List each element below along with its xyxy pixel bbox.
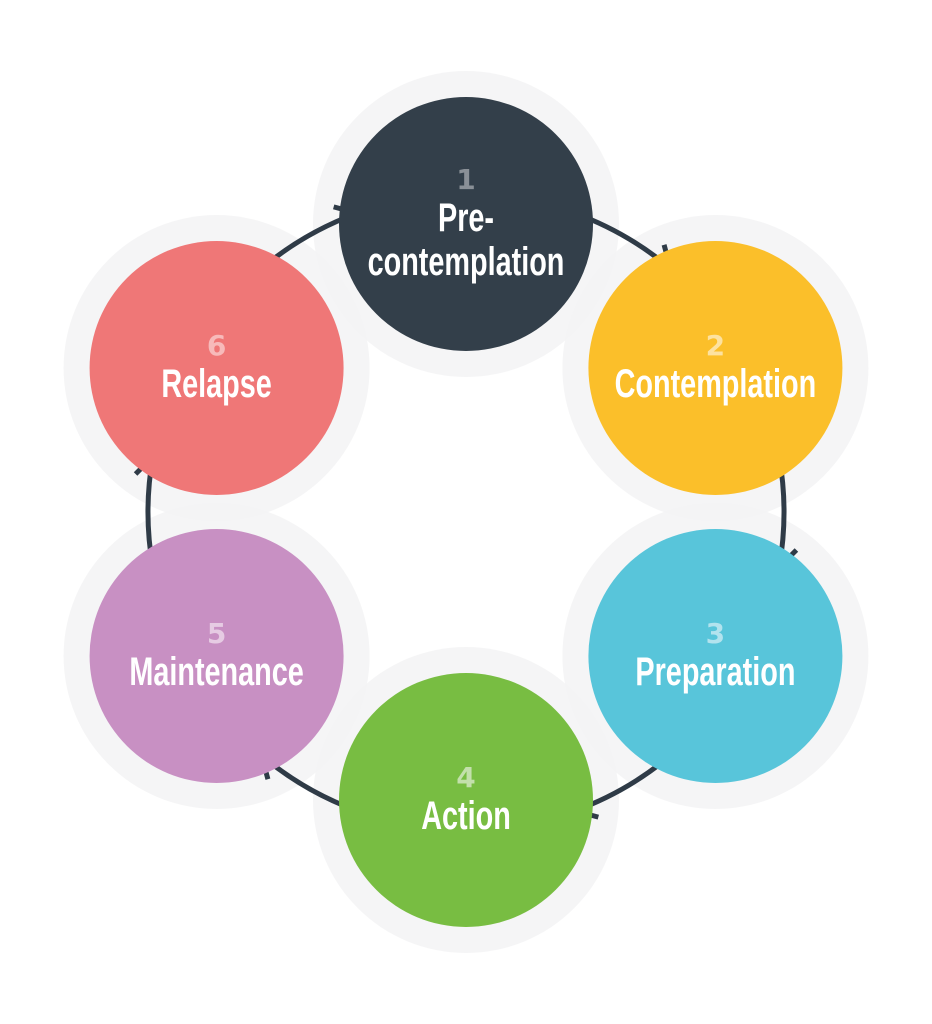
stage-label: Pre- (438, 196, 494, 240)
stage-circle (89, 241, 344, 495)
stage-number: 4 (456, 761, 475, 794)
stage-circle (588, 529, 843, 783)
stage-number: 6 (207, 329, 226, 362)
stage-label: Action (421, 794, 511, 838)
stage-label: Contemplation (615, 362, 817, 406)
stage-number: 3 (706, 617, 725, 650)
stage-number: 2 (706, 329, 725, 362)
stage-circle (339, 673, 593, 927)
stage-circles: 1Pre-contemplation2Contemplation3Prepara… (89, 97, 843, 927)
stage-circle (588, 241, 843, 495)
stage-label: Preparation (635, 650, 795, 694)
stage-label: contemplation (368, 240, 565, 284)
stage-circle (89, 529, 344, 783)
stage-circle (339, 97, 593, 351)
stage-label: Maintenance (129, 650, 303, 694)
stage-number: 1 (456, 163, 475, 196)
stage-label: Relapse (161, 362, 271, 406)
stage-number: 5 (207, 617, 226, 650)
